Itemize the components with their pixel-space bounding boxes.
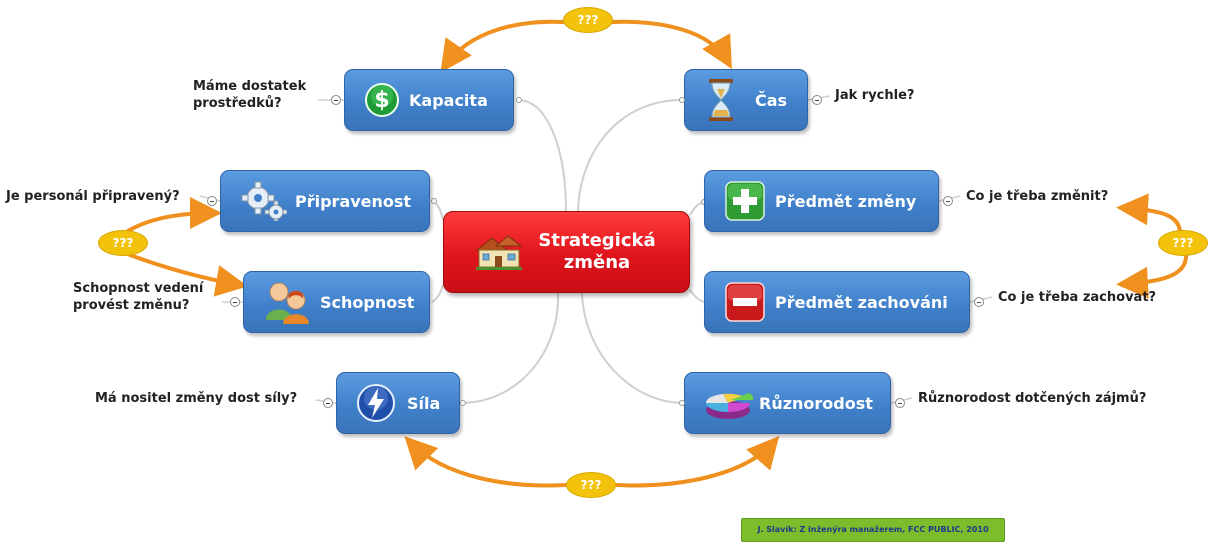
gears-icon [241,181,287,221]
branch-ruznorodost [581,292,685,404]
collapse-toggle-sila[interactable] [323,398,333,408]
relation-right-arrow [1116,193,1182,235]
branch-predmet-zachovani [689,289,705,303]
node-label-schopnost: Schopnost [320,292,415,312]
node-ruznorodost[interactable]: Různorodost [684,372,891,434]
collapse-toggle-predmet-zmeny[interactable] [943,196,953,206]
question-line: provést změnu? [73,298,190,313]
node-kapacita[interactable]: $ Kapacita [344,69,514,131]
node-cas[interactable]: Čas [684,69,808,131]
node-label-cas: Čas [755,90,788,110]
node-predmet-zachovani[interactable]: Předmět zachováni [704,271,970,333]
question-ruznorodost: Různorodost dotčených zájmů? [918,391,1147,406]
central-topic[interactable]: Strategická změna [443,211,690,293]
question-line: Schopnost vedení [73,281,204,296]
node-label-predmet-zmeny: Předmět změny [775,191,917,211]
lightning-icon [357,384,395,422]
collapse-toggle-cas[interactable] [812,95,822,105]
collapse-toggle-predmet-zachovani[interactable] [974,297,984,307]
hourglass-icon [709,79,733,121]
node-pripravenost[interactable]: Připravenost [220,170,430,232]
node-sila[interactable]: Síla [336,372,460,434]
relation-bottom-arrow-2 [615,435,780,488]
relation-label-left[interactable]: ??? [98,230,148,256]
pie-chart-icon [705,393,754,419]
question-cas: Jak rychle? [835,88,915,103]
relation-left-arrow [126,197,222,233]
relation-label-top[interactable]: ??? [563,7,613,33]
node-label-kapacita: Kapacita [409,90,488,110]
node-label-sila: Síla [407,393,441,413]
question-predmet-zmeny: Co je třeba změnit? [966,189,1109,204]
node-label-ruznorodost: Různorodost [759,393,873,413]
connector-dot [679,97,685,103]
question-line: Máme dostatek [193,79,307,94]
relation-left-arrow-2 [128,253,248,297]
node-predmet-zmeny[interactable]: Předmět změny [704,170,939,232]
connector-dot [679,400,685,406]
relation-bottom-arrow [404,436,568,488]
question-sila: Má nositel změny dost síly? [95,391,298,406]
citation-footer: J. Slavík: Z inženýra manažerem, FCC PUB… [741,518,1005,542]
branch-schopnost [431,284,444,303]
connector-dot [431,198,437,204]
question-schopnost: Schopnost vedení provést změnu? [73,280,203,314]
node-schopnost[interactable]: Schopnost [243,271,430,333]
plus-icon [725,181,765,221]
central-title-line2: změna [563,252,631,273]
connector-dot [516,97,522,103]
connector-dot [460,400,466,406]
question-kapacita: Máme dostatek prostředků? [193,78,306,112]
relation-label-bottom[interactable]: ??? [566,472,616,498]
question-line: prostředků? [193,96,282,111]
relation-right-arrow-2 [1116,254,1188,299]
svg-text:$: $ [374,88,389,113]
collapse-toggle-kapacita[interactable] [331,95,341,105]
house-icon [475,235,523,270]
branch-sila [461,292,560,404]
minus-icon [725,282,765,322]
branch-cas [577,99,683,212]
relation-top-arrow [440,19,565,73]
collapse-toggle-schopnost[interactable] [230,297,240,307]
node-label-pripravenost: Připravenost [295,191,412,211]
collapse-toggle-pripravenost[interactable] [207,196,217,206]
question-predmet-zachovani: Co je třeba zachovat? [998,290,1157,305]
central-title-line1: Strategická [538,230,656,251]
relation-label-right[interactable]: ??? [1158,230,1208,256]
relation-top-arrow-2 [610,19,732,69]
branch-kapacita [519,99,567,212]
question-pripravenost: Je personál připravený? [6,189,180,204]
node-label-predmet-zachovani: Předmět zachováni [775,292,948,312]
people-icon [266,282,309,324]
dollar-icon: $ [365,83,399,117]
collapse-toggle-ruznorodost[interactable] [895,398,905,408]
